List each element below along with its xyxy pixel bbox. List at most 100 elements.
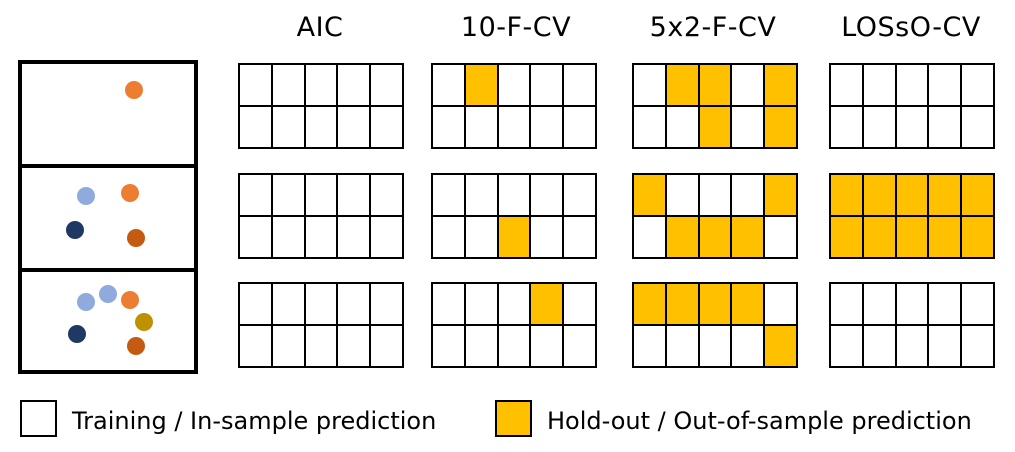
fold-grid: [238, 63, 404, 149]
training-cell: [563, 283, 596, 325]
training-cell: [563, 106, 596, 148]
fold-grid: [238, 282, 404, 368]
legend-training-swatch: [20, 400, 57, 437]
training-cell: [337, 64, 371, 106]
training-cell: [530, 174, 564, 216]
holdout-cell: [497, 216, 531, 258]
holdout-cell: [633, 283, 666, 325]
training-cell: [895, 106, 929, 148]
training-cell: [530, 64, 564, 106]
training-cell: [370, 283, 403, 325]
holdout-cell: [698, 283, 732, 325]
training-cell: [961, 283, 994, 325]
data-point: [135, 313, 153, 331]
training-cell: [633, 64, 666, 106]
training-cell: [862, 283, 896, 325]
training-cell: [497, 174, 531, 216]
holdout-cell: [961, 216, 994, 258]
training-cell: [530, 216, 564, 258]
training-cell: [633, 325, 666, 367]
training-cell: [764, 216, 797, 258]
training-cell: [239, 283, 272, 325]
training-cell: [665, 106, 699, 148]
scatter-panel: [18, 164, 198, 272]
training-cell: [464, 325, 498, 367]
training-cell: [432, 283, 465, 325]
training-cell: [239, 325, 272, 367]
holdout-cell: [928, 174, 962, 216]
training-cell: [304, 283, 338, 325]
training-cell: [928, 325, 962, 367]
holdout-cell: [895, 216, 929, 258]
fold-grid: [829, 63, 995, 149]
holdout-cell: [633, 174, 666, 216]
training-cell: [304, 325, 338, 367]
holdout-cell: [665, 216, 699, 258]
training-cell: [337, 325, 371, 367]
legend-holdout-swatch: [495, 400, 532, 437]
data-point: [99, 285, 117, 303]
data-point: [125, 81, 143, 99]
holdout-cell: [764, 106, 797, 148]
training-cell: [497, 64, 531, 106]
training-cell: [928, 106, 962, 148]
training-cell: [304, 216, 338, 258]
data-point: [77, 187, 95, 205]
holdout-cell: [530, 283, 564, 325]
training-cell: [961, 325, 994, 367]
training-cell: [337, 106, 371, 148]
training-cell: [239, 64, 272, 106]
holdout-cell: [928, 216, 962, 258]
training-cell: [239, 216, 272, 258]
training-cell: [895, 64, 929, 106]
legend-training-label: Training / In-sample prediction: [72, 407, 437, 435]
training-cell: [862, 325, 896, 367]
training-cell: [370, 174, 403, 216]
data-point: [121, 291, 139, 309]
training-cell: [530, 106, 564, 148]
data-point: [127, 229, 145, 247]
training-cell: [432, 174, 465, 216]
training-cell: [464, 283, 498, 325]
training-cell: [665, 325, 699, 367]
training-cell: [830, 64, 863, 106]
training-cell: [370, 64, 403, 106]
training-cell: [304, 174, 338, 216]
training-cell: [304, 106, 338, 148]
training-cell: [497, 283, 531, 325]
training-cell: [563, 174, 596, 216]
fold-grid: [829, 282, 995, 368]
training-cell: [337, 174, 371, 216]
training-cell: [271, 325, 305, 367]
training-cell: [464, 106, 498, 148]
training-cell: [928, 64, 962, 106]
legend-holdout-label: Hold-out / Out-of-sample prediction: [547, 407, 972, 435]
training-cell: [432, 216, 465, 258]
training-cell: [304, 64, 338, 106]
fold-grid: [431, 63, 597, 149]
holdout-cell: [764, 64, 797, 106]
training-cell: [271, 174, 305, 216]
fold-grid: [632, 282, 798, 368]
fold-grid: [632, 63, 798, 149]
fold-grid: [431, 282, 597, 368]
holdout-cell: [764, 325, 797, 367]
holdout-cell: [665, 64, 699, 106]
training-cell: [497, 106, 531, 148]
holdout-cell: [731, 216, 765, 258]
holdout-cell: [464, 64, 498, 106]
fold-grid: [431, 173, 597, 259]
column-title: 5x2-F-CV: [649, 12, 777, 43]
training-cell: [764, 283, 797, 325]
training-cell: [563, 64, 596, 106]
training-cell: [464, 216, 498, 258]
training-cell: [731, 325, 765, 367]
training-cell: [731, 64, 765, 106]
training-cell: [464, 174, 498, 216]
training-cell: [830, 283, 863, 325]
training-cell: [432, 325, 465, 367]
training-cell: [895, 283, 929, 325]
training-cell: [271, 216, 305, 258]
training-cell: [432, 64, 465, 106]
holdout-cell: [961, 174, 994, 216]
